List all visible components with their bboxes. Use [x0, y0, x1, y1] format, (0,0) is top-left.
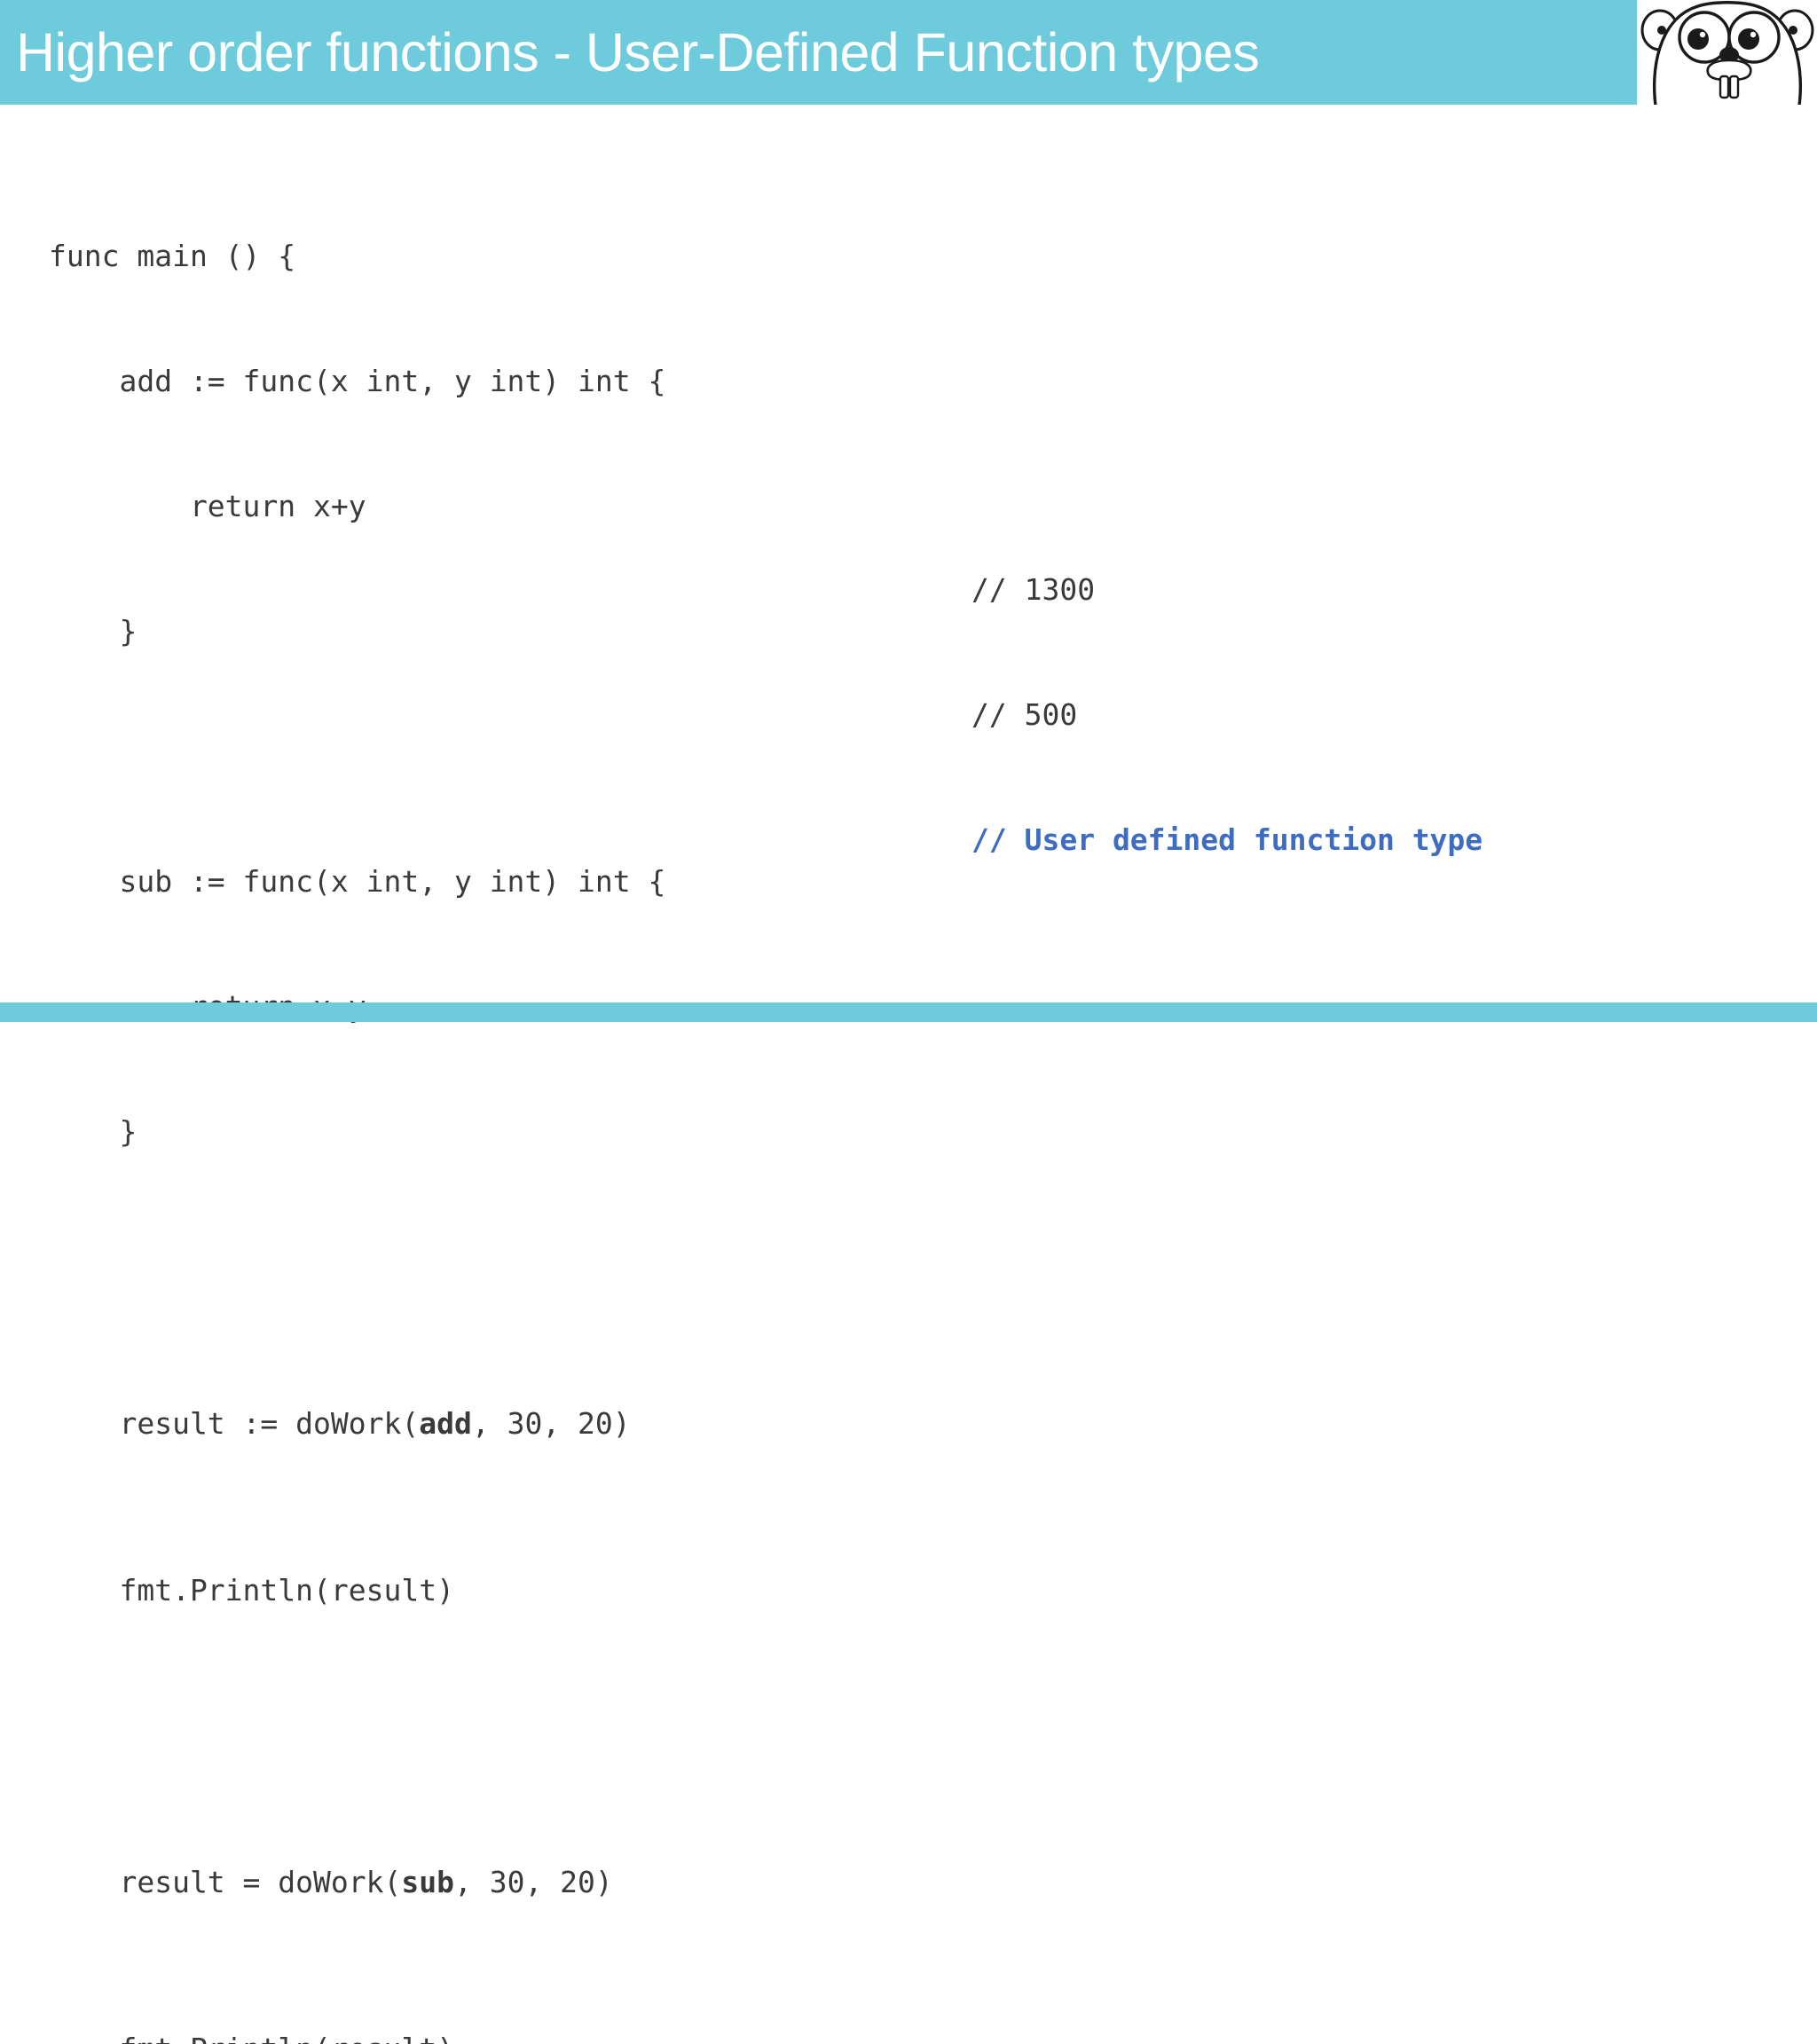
go-gopher-icon: [1637, 0, 1817, 108]
code-line: fmt.Println(result): [49, 2028, 1089, 2044]
slide-header-band: Higher order functions - User-Defined Fu…: [0, 0, 1637, 105]
code-content-area: func main () { add := func(x int, y int)…: [0, 105, 1817, 2044]
code-line: func main () {: [49, 239, 296, 273]
code-fragment: , 30, 20): [471, 1406, 631, 1441]
page-title: Higher order functions - User-Defined Fu…: [16, 21, 1260, 83]
code-line-dowork-sub: result = doWork(sub, 30, 20): [49, 1861, 1089, 1903]
code-comment-1300: // 1300: [971, 572, 1096, 607]
code-line-dowork-add: result := doWork(add, 30, 20): [49, 1403, 1089, 1444]
code-comment-500: // 500: [971, 697, 1078, 732]
go-code-block: func main () { add := func(x int, y int)…: [49, 110, 1089, 2044]
code-line: sub := func(x int, y int) int {: [49, 864, 666, 899]
code-line-blank: [49, 1694, 1089, 1736]
slide-footer-band: [0, 1002, 1817, 1022]
code-line: return x+y: [49, 489, 366, 523]
code-comment-user-defined-type: // User defined function type: [971, 822, 1483, 857]
code-line-blank: [49, 1236, 1089, 1278]
code-fragment: result = doWork(: [49, 1865, 402, 1899]
code-line: }: [49, 614, 138, 649]
code-line-blank: [49, 735, 1089, 777]
code-fragment: result := doWork(: [49, 1406, 420, 1441]
code-line: fmt.Println(result): [49, 1573, 454, 1608]
code-line: }: [49, 1114, 138, 1149]
code-line: add := func(x int, y int) int {: [49, 364, 666, 398]
code-token-sub: sub: [401, 1865, 454, 1899]
code-token-add: add: [419, 1406, 472, 1441]
code-fragment: , 30, 20): [453, 1865, 613, 1899]
